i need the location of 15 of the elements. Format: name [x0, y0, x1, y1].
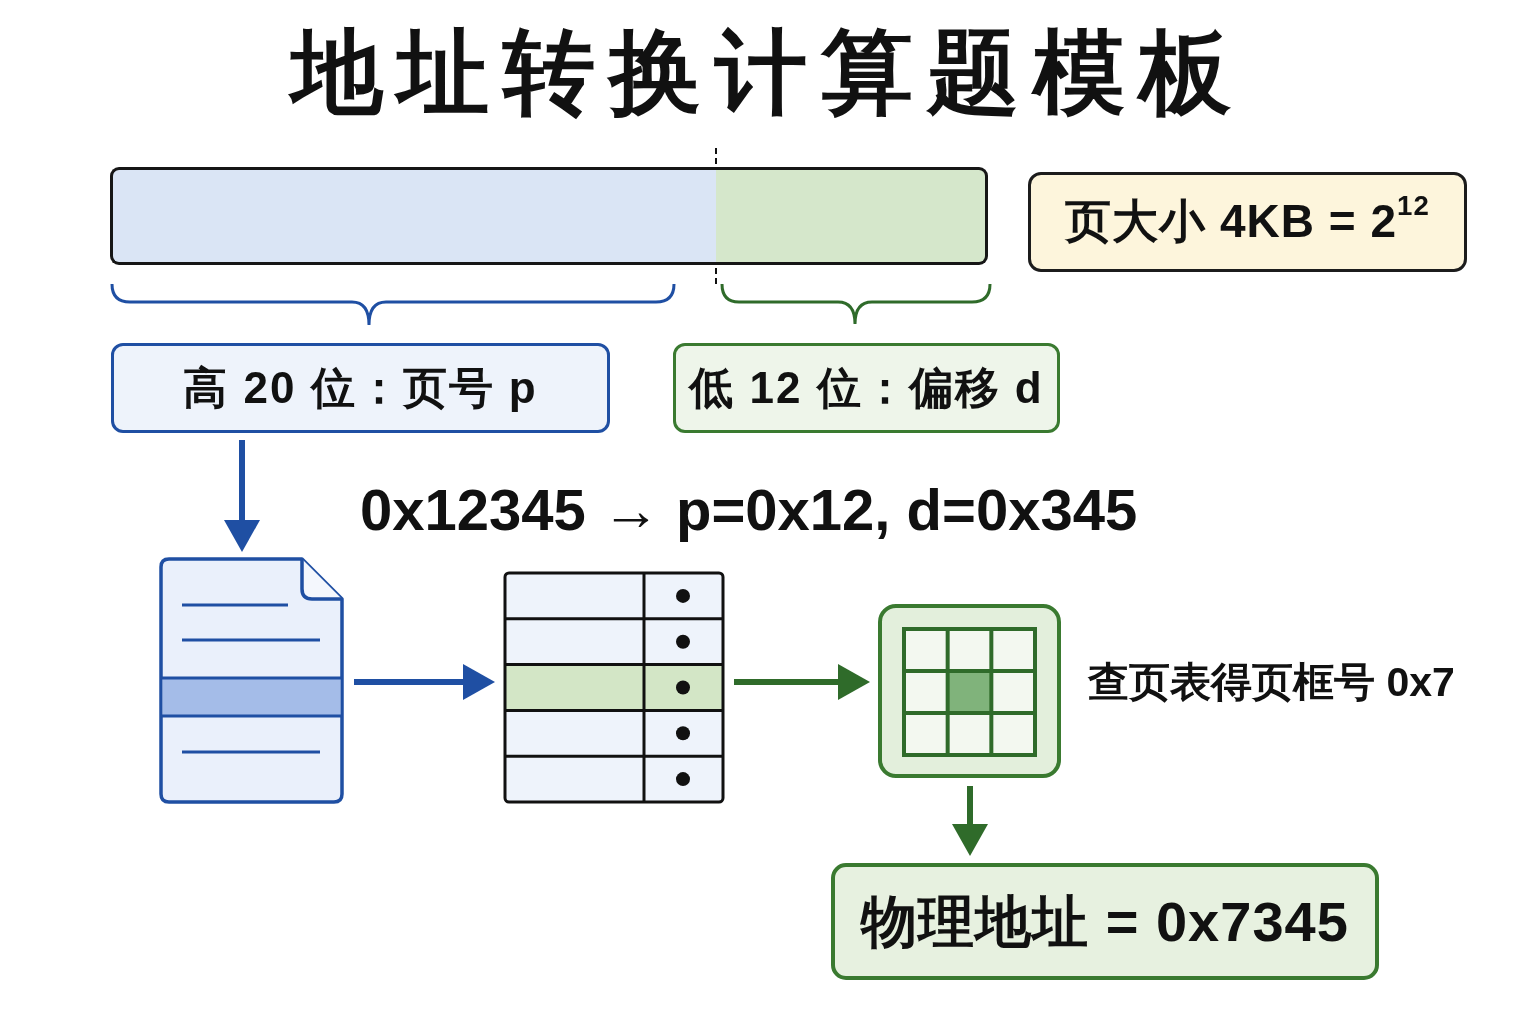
bar-segment: [110, 167, 716, 265]
physical-address-box: 物理地址 = 0x7345: [831, 863, 1379, 980]
arrow: [734, 664, 870, 700]
formula-text: 0x12345 → p=0x12, d=0x345: [360, 478, 1138, 542]
grid-icon: [878, 604, 1061, 778]
table-icon: [503, 571, 725, 804]
arrow: [952, 786, 988, 856]
offset-box: 低 12 位：偏移 d: [673, 343, 1060, 433]
arrow: [354, 664, 495, 700]
arrow: [224, 440, 260, 552]
page-number-box: 高 20 位：页号 p: [111, 343, 610, 433]
caption-text: 查页表得页框号 0x7: [1088, 658, 1455, 707]
document-icon: [158, 556, 345, 805]
page-size-box: 页大小 4KB = 2$^{12}$: [1028, 172, 1467, 272]
bar-segment: [716, 167, 988, 265]
